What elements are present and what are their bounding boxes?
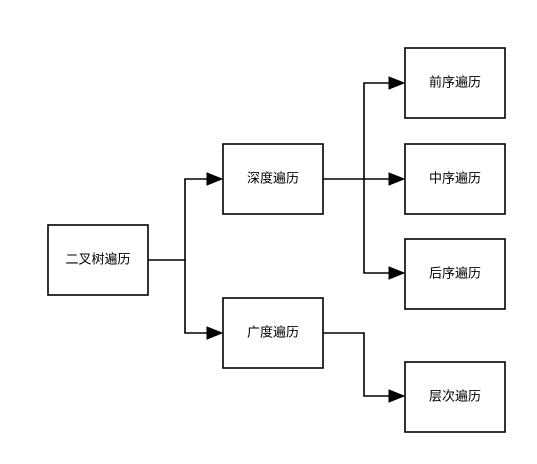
arrow-head: [388, 266, 406, 280]
node-box: [222, 297, 324, 369]
node-breadth[interactable]: 广度遍历: [222, 297, 324, 369]
node-box: [404, 143, 506, 215]
edge-breadth-to-levelorder: [323, 332, 392, 397]
node-root[interactable]: 二叉树遍历: [47, 224, 149, 296]
node-inorder[interactable]: 中序遍历: [404, 143, 506, 215]
edge-root-to-breadth: [184, 260, 210, 334]
node-levelorder[interactable]: 层次遍历: [404, 361, 506, 433]
node-box: [404, 47, 506, 119]
node-label: 前序遍历: [429, 75, 481, 91]
edge-depth-to-postorder: [363, 179, 392, 274]
arrow-head: [388, 389, 406, 403]
edge-depth-to-preorder: [323, 82, 392, 180]
node-label: 后序遍历: [429, 266, 481, 282]
node-label: 中序遍历: [429, 171, 481, 187]
node-label: 广度遍历: [247, 325, 299, 341]
edges: [148, 76, 406, 403]
arrow-head: [388, 76, 406, 90]
node-box: [404, 238, 506, 310]
node-label: 二叉树遍历: [65, 252, 130, 268]
node-label: 层次遍历: [429, 389, 481, 405]
arrow-head: [206, 172, 224, 186]
node-depth[interactable]: 深度遍历: [222, 143, 324, 215]
nodes: 二叉树遍历 深度遍历 广度遍历 前序遍历 中序遍历 后序遍历 层次遍历: [47, 47, 506, 433]
node-box: [404, 361, 506, 433]
node-postorder[interactable]: 后序遍历: [404, 238, 506, 310]
node-preorder[interactable]: 前序遍历: [404, 47, 506, 119]
node-box: [222, 143, 324, 215]
node-label: 深度遍历: [247, 171, 299, 187]
edge-root-to-depth: [148, 178, 210, 261]
arrow-head: [206, 326, 224, 340]
arrow-head: [388, 172, 406, 186]
node-box: [47, 224, 149, 296]
